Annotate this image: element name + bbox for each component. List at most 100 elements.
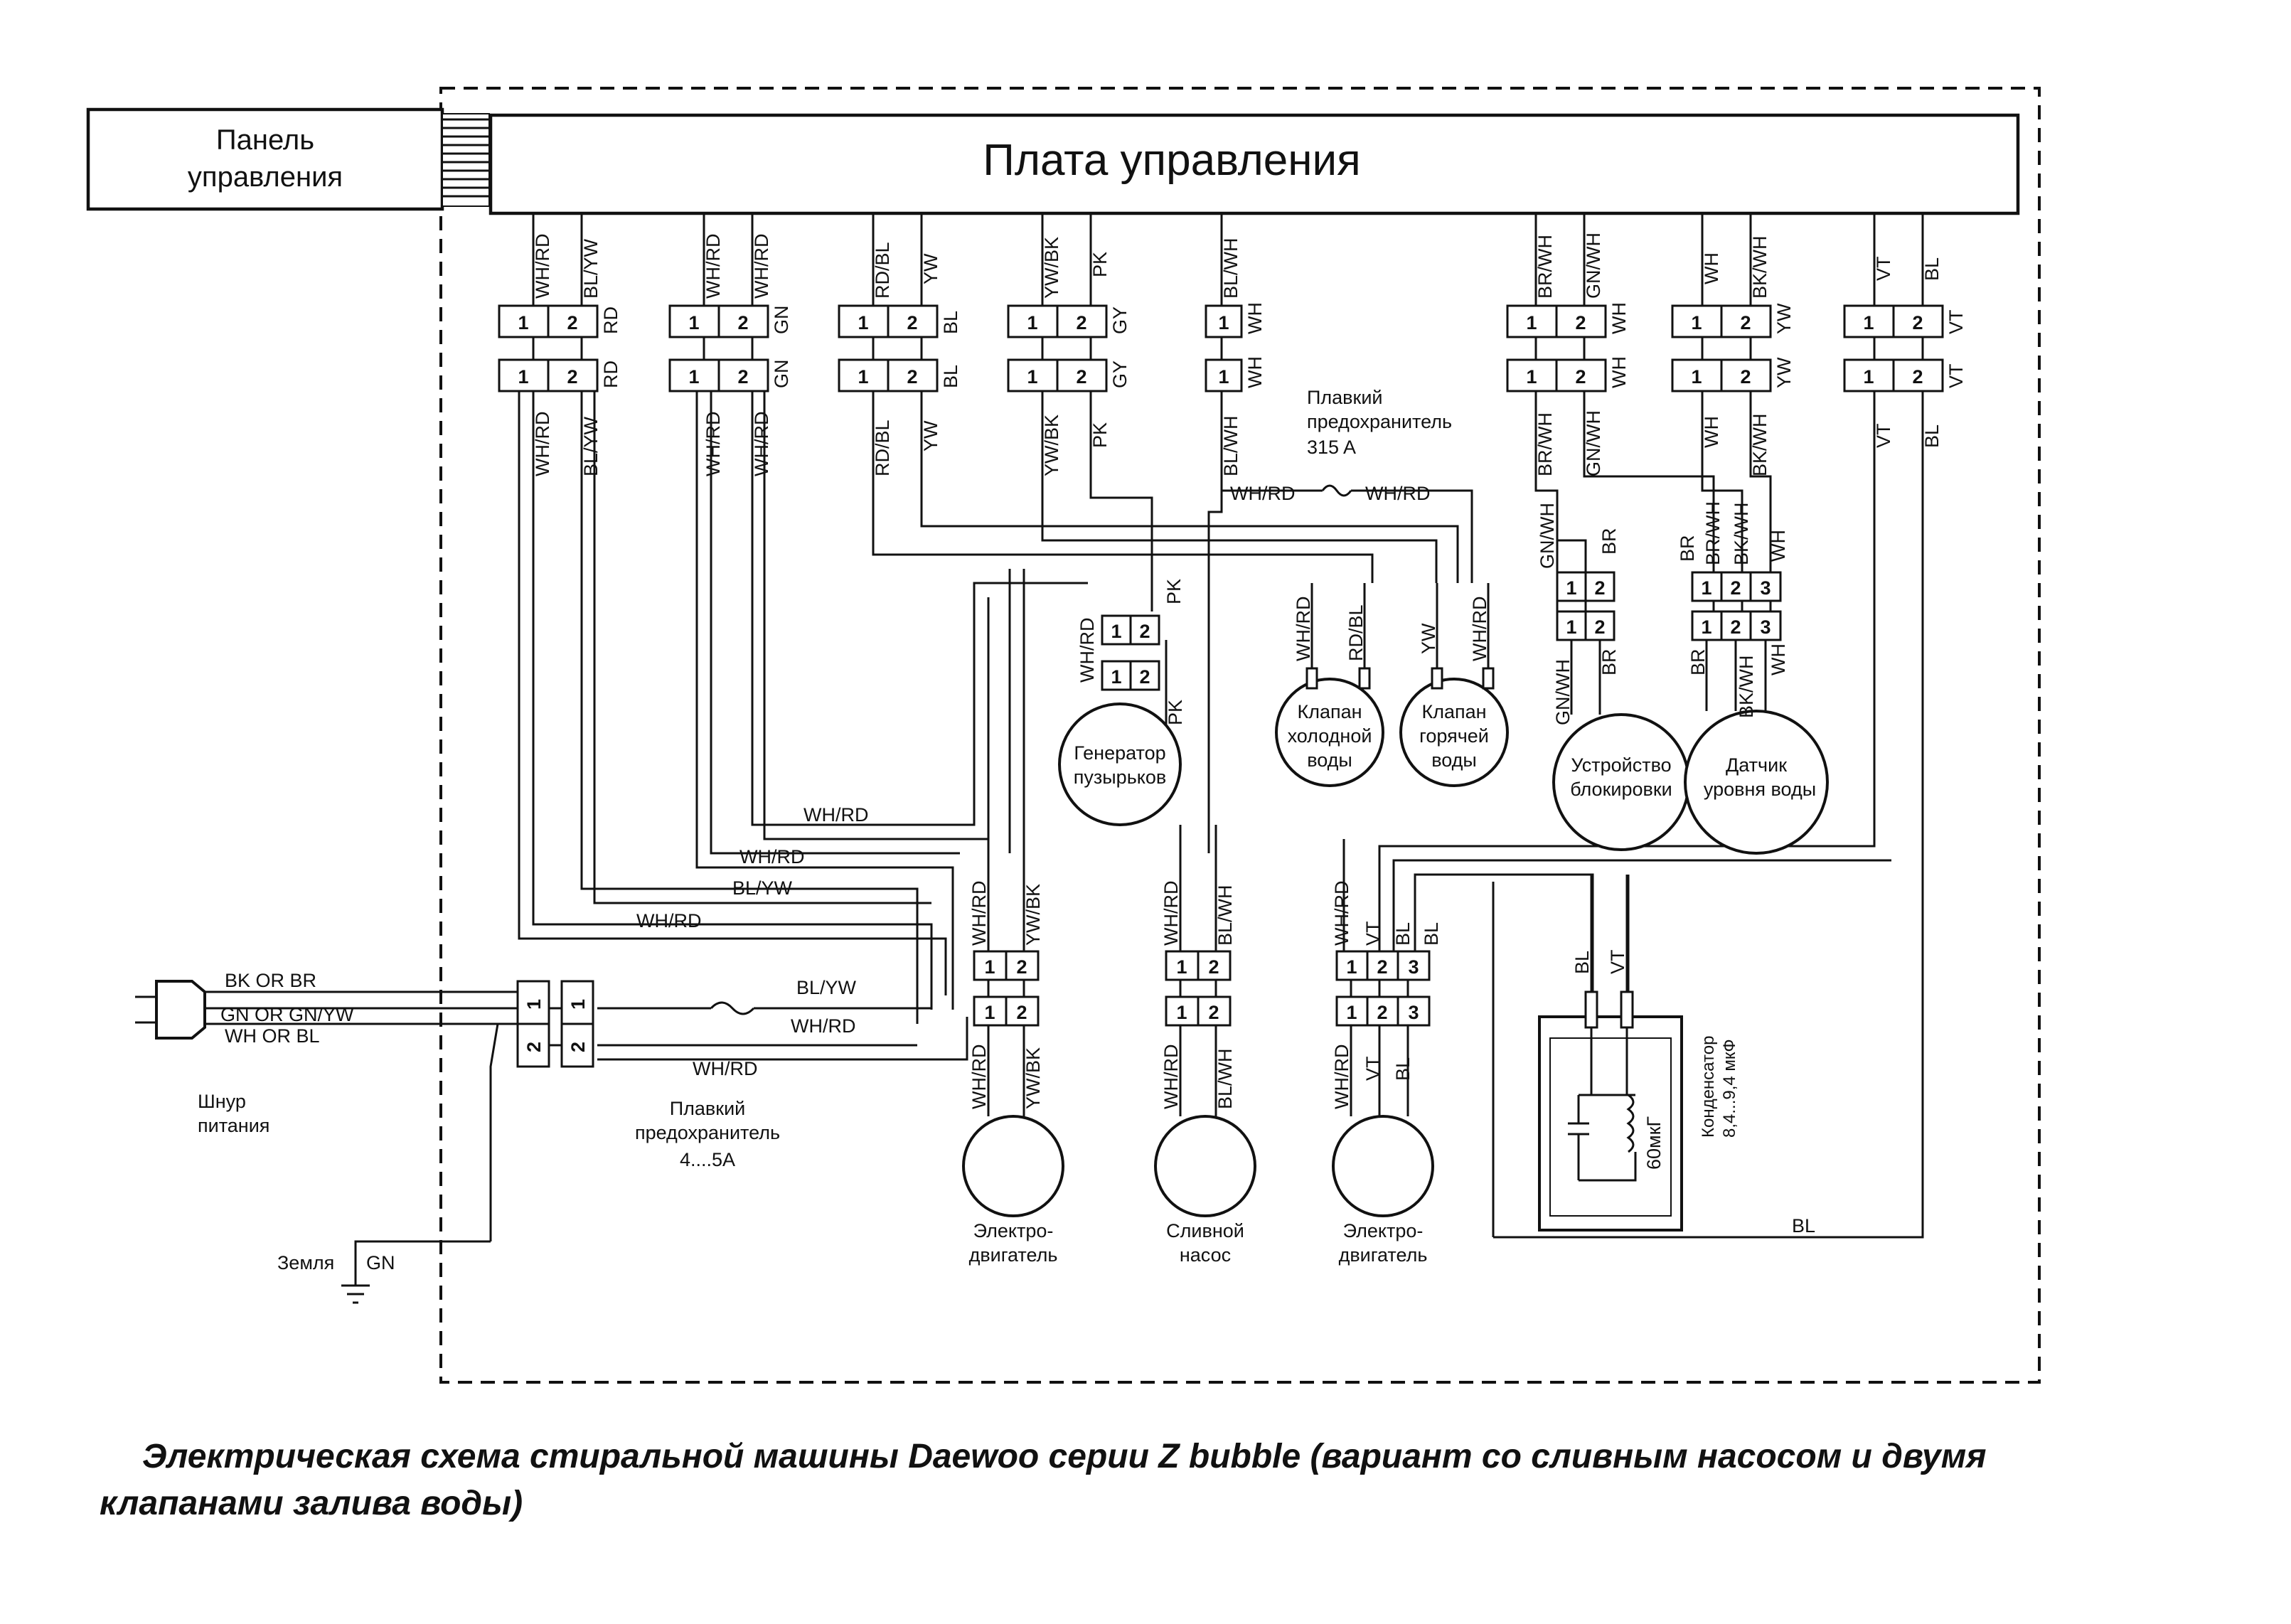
svg-text:WH: WH: [1701, 416, 1722, 448]
svg-text:BR/WH: BR/WH: [1534, 412, 1556, 476]
svg-text:WH: WH: [1244, 302, 1266, 334]
svg-text:1: 1: [858, 312, 868, 333]
svg-text:PK: PK: [1089, 422, 1111, 448]
svg-text:BL: BL: [1421, 922, 1442, 946]
svg-text:2: 2: [1016, 956, 1027, 978]
motor-1: [962, 1115, 1064, 1217]
power-cord-label-2: питания: [198, 1115, 269, 1136]
cold-water-valve-label-3: воды: [1307, 749, 1352, 771]
svg-text:2: 2: [1594, 616, 1605, 638]
svg-text:WH/RD: WH/RD: [1469, 597, 1490, 661]
svg-text:2: 2: [567, 366, 577, 388]
main-fuse-label-1: Плавкий: [670, 1098, 746, 1119]
svg-text:1: 1: [1027, 312, 1037, 333]
svg-text:2: 2: [1139, 666, 1150, 688]
ribbon-connector: [442, 113, 490, 207]
svg-text:GN: GN: [771, 360, 792, 389]
svg-text:WH: WH: [1244, 356, 1266, 388]
svg-text:2: 2: [1377, 1002, 1387, 1023]
svg-text:YW: YW: [1773, 303, 1795, 334]
svg-text:PK: PK: [1165, 700, 1186, 725]
connector-block: 1 2 VT: [1843, 304, 1967, 338]
svg-text:BR: BR: [1598, 528, 1620, 555]
svg-text:2: 2: [1912, 366, 1923, 388]
svg-text:2: 2: [1730, 577, 1741, 599]
svg-text:BL: BL: [1571, 951, 1593, 974]
svg-text:WH/RD: WH/RD: [739, 846, 804, 867]
svg-text:BL/YW: BL/YW: [732, 877, 793, 899]
wire-label: YW: [920, 253, 941, 284]
svg-text:1: 1: [1701, 577, 1711, 599]
svg-text:BR/WH: BR/WH: [1702, 501, 1724, 565]
board-fuse-label-3: 315 A: [1307, 437, 1356, 458]
svg-text:BL: BL: [940, 311, 961, 334]
svg-text:WH/RD: WH/RD: [751, 412, 772, 476]
svg-text:YW/BK: YW/BK: [1041, 415, 1062, 476]
wire-label: BK/WH: [1749, 235, 1771, 299]
cold-water-valve: [1275, 678, 1384, 787]
lower-wire-labels: WH/RD BL/YW WH/RD WH/RD RD/BL YW YW/BK P…: [532, 410, 1943, 476]
svg-text:BK/WH: BK/WH: [1736, 655, 1757, 718]
wire-label: WH: [1701, 252, 1722, 284]
svg-text:1: 1: [518, 312, 528, 333]
svg-text:2: 2: [567, 312, 577, 333]
svg-text:1: 1: [1218, 312, 1229, 333]
svg-text:BL/YW: BL/YW: [796, 977, 857, 998]
svg-text:BR: BR: [1687, 648, 1709, 675]
svg-text:YW: YW: [1418, 623, 1439, 654]
svg-text:1: 1: [1027, 366, 1037, 388]
control-board-title: Плата управления: [983, 136, 1360, 185]
svg-text:2: 2: [1575, 366, 1586, 388]
svg-text:WH/RD: WH/RD: [968, 1045, 990, 1109]
svg-text:2: 2: [1730, 616, 1741, 638]
door-lock-label-2: блокировки: [1570, 779, 1672, 800]
svg-text:2: 2: [1740, 366, 1751, 388]
svg-text:1: 1: [1176, 1002, 1187, 1023]
svg-text:1: 1: [984, 956, 995, 978]
svg-text:GY: GY: [1109, 306, 1131, 334]
upper-wire-labels: WH/RD BL/YW WH/RD WH/RD RD/BL YW YW/BK P…: [532, 233, 1943, 299]
svg-text:GN/WH: GN/WH: [1583, 410, 1604, 476]
motor-1-label-1: Электро-: [973, 1220, 1054, 1241]
svg-text:WH/RD: WH/RD: [803, 804, 868, 826]
wire-label: YW/BK: [1041, 237, 1062, 299]
svg-text:WH/RD: WH/RD: [693, 1058, 757, 1079]
main-fuse-label-3: 4....5A: [680, 1149, 735, 1170]
svg-text:WH/RD: WH/RD: [968, 881, 990, 946]
svg-text:WH/RD: WH/RD: [1230, 483, 1295, 504]
power-cord: BK OR BR GN OR GN/YW WH OR BL Шнур питан…: [135, 970, 354, 1136]
svg-text:1: 1: [1701, 616, 1711, 638]
svg-text:1: 1: [858, 366, 868, 388]
svg-text:2: 2: [567, 1042, 589, 1052]
svg-text:BL/WH: BL/WH: [1214, 885, 1236, 946]
svg-text:1: 1: [1863, 312, 1874, 333]
motor-2-label-1: Электро-: [1343, 1220, 1424, 1241]
svg-text:1: 1: [1526, 366, 1537, 388]
svg-text:2: 2: [1912, 312, 1923, 333]
svg-text:1: 1: [567, 999, 589, 1010]
svg-text:VT: VT: [1945, 309, 1967, 334]
svg-text:BR: BR: [1598, 648, 1620, 675]
caption-line-2: клапанами залива воды): [100, 1485, 523, 1522]
svg-text:BK/WH: BK/WH: [1749, 413, 1771, 476]
svg-text:3: 3: [1760, 616, 1771, 638]
svg-text:2: 2: [1016, 1002, 1027, 1023]
control-panel-label-2: управления: [188, 161, 343, 193]
svg-text:WH/RD: WH/RD: [1160, 881, 1182, 946]
main-fuse-label-2: предохранитель: [635, 1122, 780, 1143]
board-wire-bundle: [532, 213, 1924, 306]
svg-text:1: 1: [1691, 312, 1702, 333]
svg-text:BL: BL: [1392, 1057, 1414, 1081]
svg-text:WH/RD: WH/RD: [636, 910, 701, 931]
ground-label: Земля: [277, 1252, 334, 1273]
svg-text:RD/BL: RD/BL: [1345, 604, 1367, 661]
svg-text:VT: VT: [1873, 423, 1894, 448]
wire-label: BL/WH: [1220, 237, 1241, 299]
